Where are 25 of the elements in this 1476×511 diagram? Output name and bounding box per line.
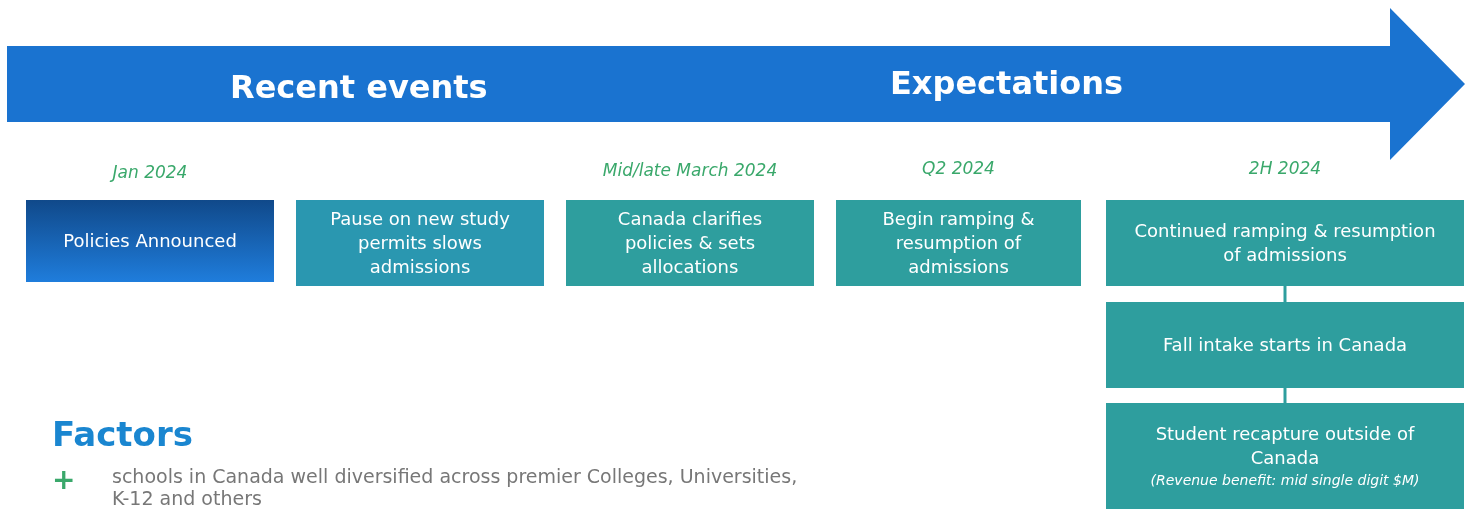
banner-heading: Expectations: [890, 64, 1124, 102]
event-box: [296, 200, 544, 286]
banner-heading: Recent events: [230, 68, 488, 106]
plus-icon: +: [52, 466, 76, 494]
event-text: Pause on new study permits slows admissions: [329, 207, 511, 279]
date-label: Mid/late March 2024: [602, 160, 778, 180]
event-text: Continued ramping & resumption of admissions: [1133, 219, 1437, 267]
event-box: [1106, 200, 1464, 286]
connector-line: [1283, 286, 1287, 302]
event-text: Policies Announced: [63, 229, 237, 253]
event-box: [1106, 302, 1464, 388]
connector-line: [1283, 388, 1287, 403]
section-heading: Factors: [52, 414, 193, 454]
event-text: Student recapture outside of Canada: [1154, 422, 1416, 470]
event-text: Canada clarifies policies & sets allocations: [616, 207, 764, 279]
note-text: (Revenue benefit: mid single digit $M): [1150, 471, 1420, 490]
event-box: [1106, 403, 1464, 509]
event-box: [26, 200, 274, 282]
event-text: Fall intake starts in Canada: [1162, 333, 1408, 357]
event-box: [566, 200, 814, 286]
factor-text: schools in Canada well diversified across premier Colleges, Universities, K-12 and others: [112, 465, 799, 509]
event-text: Begin ramping & resumption of admissions: [881, 207, 1036, 279]
date-label: 2H 2024: [1248, 158, 1322, 178]
event-box: [836, 200, 1081, 286]
date-label: Q2 2024: [922, 158, 995, 178]
